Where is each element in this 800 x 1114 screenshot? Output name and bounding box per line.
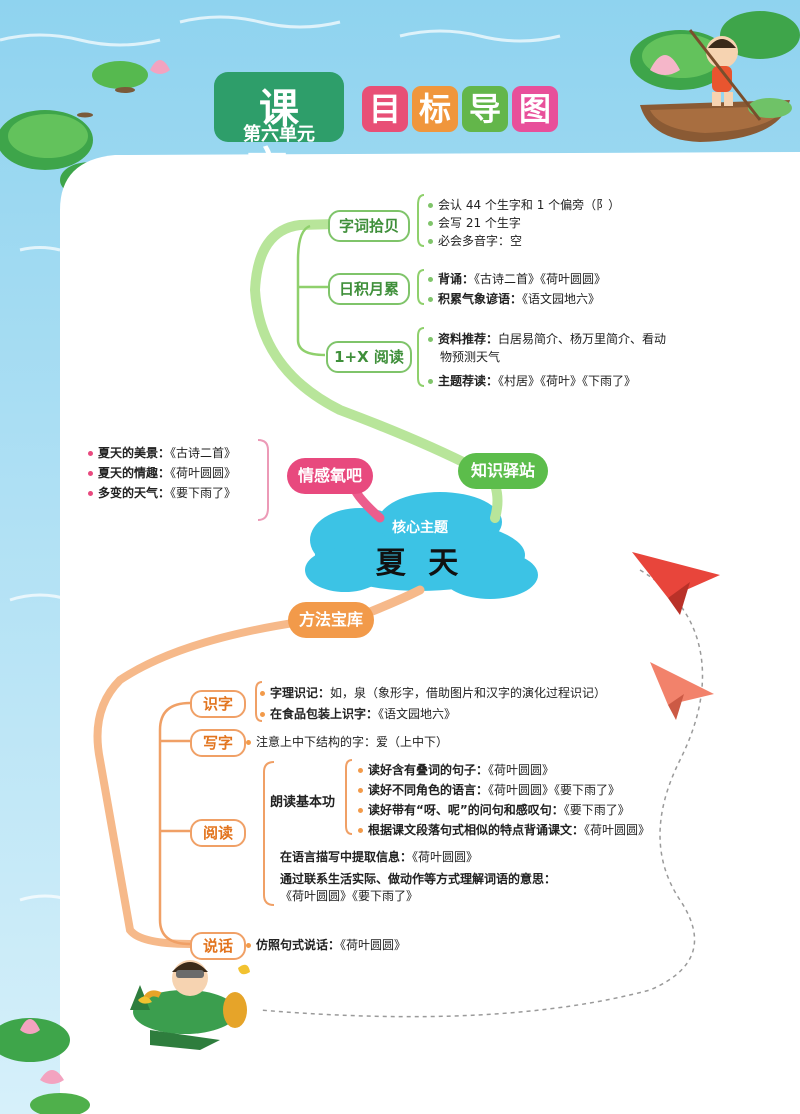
accum-item-2: 积累气象谚语：《语文园地六》	[428, 290, 600, 307]
method-node: 方法宝库	[288, 602, 374, 638]
yuedu-extra-1: 在语言描写中提取信息：《荷叶圆圆》	[280, 850, 479, 864]
knowledge-station-node: 知识驿站	[458, 453, 548, 489]
goal-char-3: 导	[462, 86, 508, 132]
reading-item-2: 主题荐读：《村居》《荷叶》《下雨了》	[428, 372, 636, 389]
center-title: 夏 天	[375, 546, 465, 581]
vocab-item-3: 必会多音字：空	[428, 232, 522, 249]
emotion-item-1: 夏天的美景：《古诗二首》	[88, 444, 236, 461]
emotion-item-3: 多变的天气：《要下雨了》	[88, 484, 236, 501]
emotion-item-2: 夏天的情趣：《荷叶圆圆》	[88, 464, 236, 481]
branch-accumulation: 日积月累	[328, 273, 410, 305]
yuedu-extra-2-label: 通过联系生活实际、做动作等方式理解词语的意思：	[280, 872, 557, 886]
yuedu-item-1: 读好含有叠词的句子：《荷叶圆圆》	[358, 761, 554, 778]
vocab-item-1: 会认 44 个生字和 1 个偏旁（阝）	[428, 196, 620, 213]
unit-label: 第六单元	[243, 124, 315, 145]
branch-shizi: 识字	[190, 690, 246, 718]
shizi-item-1: 字理识记：如，泉（象形字，借助图片和汉字的演化过程识记）	[260, 684, 606, 701]
emotion-node: 情感氧吧	[287, 458, 373, 494]
yuedu-sub-label: 朗读基本功	[270, 795, 336, 810]
shizi-item-2: 在食品包装上识字：《语文园地六》	[260, 705, 456, 722]
lesson-title: 课 文	[247, 86, 323, 190]
branch-vocabulary: 字词拾贝	[328, 210, 410, 242]
yuedu-item-2: 读好不同角色的语言：《荷叶圆圆》《要下雨了》	[358, 781, 620, 798]
branch-shuohua: 说话	[190, 932, 246, 960]
branch-reading: 1+X 阅读	[326, 341, 412, 373]
goal-char-2: 标	[412, 86, 458, 132]
branch-xiezi: 写字	[190, 729, 246, 757]
accum-item-1: 背诵：《古诗二首》《荷叶圆圆》	[428, 270, 606, 287]
goal-char-1: 目	[362, 86, 408, 132]
goal-char-4: 图	[512, 86, 558, 132]
vocab-item-2: 会写 21 个生字	[428, 214, 521, 231]
center-label: 核心主题	[392, 520, 448, 536]
reading-item-1-cont: 物预测天气	[440, 350, 501, 364]
lesson-title-badge: 课 文 第六单元	[214, 72, 344, 190]
shuohua-item: 仿照句式说话：《荷叶圆圆》	[246, 936, 406, 953]
yuedu-extra-2-text: 《荷叶圆圆》《要下雨了》	[280, 889, 419, 903]
yuedu-item-3: 读好带有“呀、呢”的问句和感叹句：《要下雨了》	[358, 801, 630, 818]
branch-yuedu: 阅读	[190, 819, 246, 847]
reading-item-1: 资料推荐：白居易简介、杨万里简介、看动	[428, 330, 666, 347]
xiezi-item: 注意上中下结构的字：爱（上中下）	[246, 733, 448, 750]
yuedu-item-4: 根据课文段落句式相似的特点背诵课文：《荷叶圆圆》	[358, 821, 650, 838]
